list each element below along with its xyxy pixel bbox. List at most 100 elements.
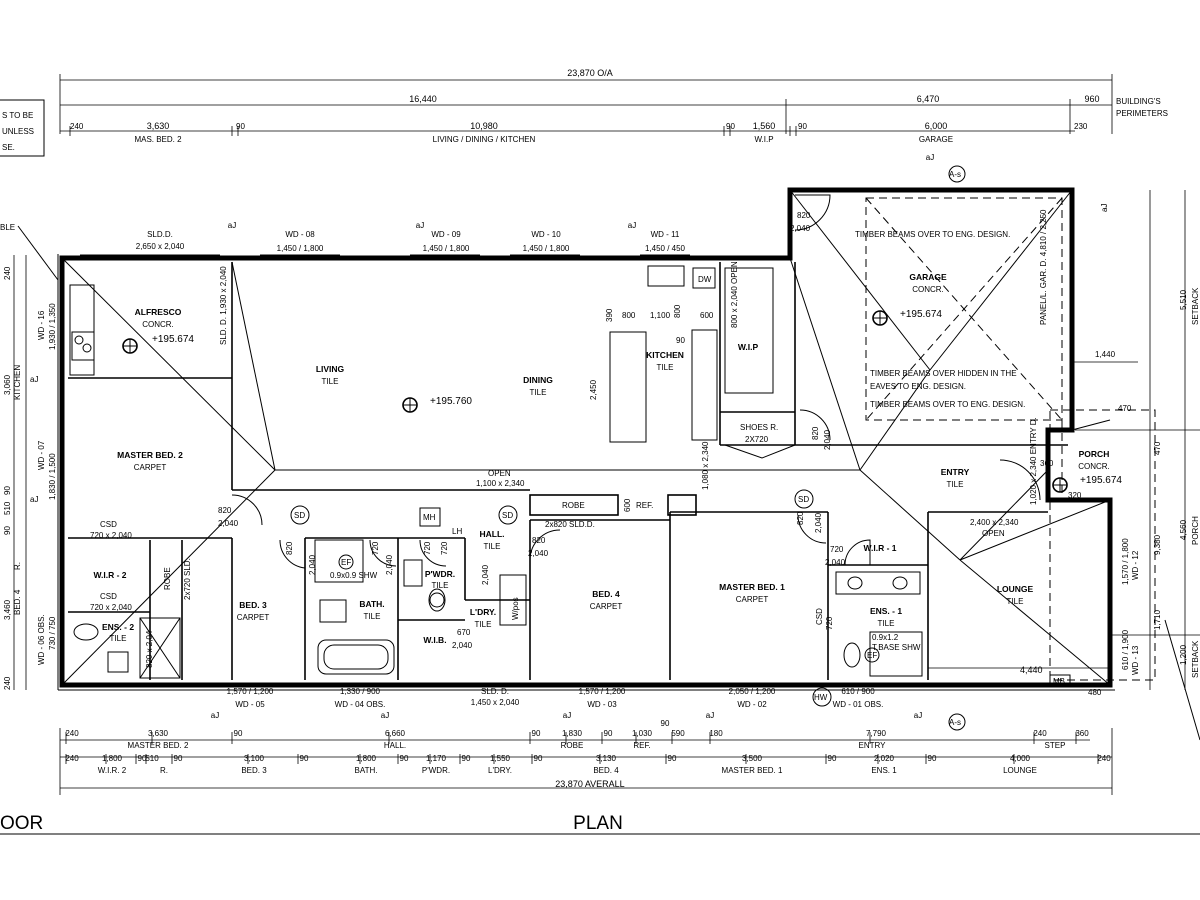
svg-text:800: 800 bbox=[673, 304, 682, 318]
bottom-row2-room: BED. 4 bbox=[593, 766, 619, 775]
svg-text:OPEN: OPEN bbox=[488, 469, 511, 478]
svg-text:800 x 2,040 OPEN: 800 x 2,040 OPEN bbox=[730, 261, 739, 328]
bottom-row2-dim: 240 bbox=[65, 754, 79, 763]
svg-text:1,100 x 2,340: 1,100 x 2,340 bbox=[476, 479, 525, 488]
svg-text:1,100: 1,100 bbox=[650, 311, 671, 320]
room-wir-1: W.I.R - 1 bbox=[863, 543, 896, 553]
svg-text:610 / 900: 610 / 900 bbox=[841, 687, 875, 696]
svg-text:WD - 11: WD - 11 bbox=[651, 230, 680, 239]
svg-text:WD - 02: WD - 02 bbox=[737, 700, 767, 709]
svg-text:BED. 4: BED. 4 bbox=[13, 589, 22, 615]
svg-text:480: 480 bbox=[1088, 688, 1102, 697]
ef-symbol-2: EF bbox=[867, 651, 877, 660]
bottom-row1-room: ENTRY bbox=[859, 741, 887, 750]
perimeter-label-2: PERIMETERS bbox=[1116, 109, 1168, 118]
bottom-windows: 1,570 / 1,200 WD - 05 1,330 / 900 WD - 0… bbox=[211, 687, 922, 720]
svg-text:ROBE: ROBE bbox=[562, 501, 585, 510]
bottom-row2-dim: 90 bbox=[174, 754, 183, 763]
svg-text:1,440: 1,440 bbox=[1095, 350, 1116, 359]
svg-text:720 x 2,040: 720 x 2,040 bbox=[90, 603, 132, 612]
svg-text:820: 820 bbox=[796, 511, 805, 525]
svg-text:2x820 SLD.D.: 2x820 SLD.D. bbox=[545, 520, 595, 529]
dim-90a: 90 bbox=[236, 122, 245, 131]
left-tag: BLE bbox=[0, 223, 15, 232]
svg-text:aJ: aJ bbox=[628, 221, 636, 230]
note-box: S TO BE UNLESS SE. bbox=[0, 99, 45, 157]
bottom-row2-room: R. bbox=[160, 766, 168, 775]
bottom-row2-dim: 2,020 bbox=[874, 754, 895, 763]
dim-6470: 6,470 bbox=[917, 94, 940, 104]
right-dimensions: 5,510 SETBACK 4,560 PORCH 1,200 SETBACK … bbox=[928, 190, 1200, 741]
level-alfresco: +195.674 bbox=[152, 334, 194, 345]
svg-text:3,460: 3,460 bbox=[3, 599, 12, 620]
svg-text:UNLESS: UNLESS bbox=[2, 127, 34, 136]
svg-text:470: 470 bbox=[1153, 441, 1162, 455]
svg-text:TILE: TILE bbox=[530, 388, 547, 397]
bottom-row2-dim: 90 bbox=[668, 754, 677, 763]
top-windows: SLD.D. 2,650 x 2,040 WD - 08 1,450 / 1,8… bbox=[80, 153, 934, 256]
section-markers: A-s A-s bbox=[948, 165, 966, 731]
top-dimensions: 23,870 O/A 16,440 6,470 960 BUILDING'S P… bbox=[59, 68, 1168, 144]
level-living: +195.760 bbox=[430, 396, 472, 407]
svg-text:1,570 / 1,200: 1,570 / 1,200 bbox=[579, 687, 626, 696]
sd-symbol-2: SD bbox=[502, 511, 513, 520]
svg-text:CONCR.: CONCR. bbox=[912, 285, 944, 294]
dw-symbol: DW bbox=[698, 275, 712, 284]
room-entry: ENTRY bbox=[941, 467, 970, 477]
svg-text:720: 720 bbox=[830, 545, 844, 554]
svg-text:820: 820 bbox=[532, 536, 546, 545]
svg-text:SETBACK: SETBACK bbox=[1191, 640, 1200, 678]
svg-text:670: 670 bbox=[457, 628, 471, 637]
room-bath: BATH. bbox=[359, 599, 384, 609]
symbol-circles: SD SD SD EF EF HW bbox=[290, 489, 880, 707]
svg-text:320: 320 bbox=[1068, 491, 1082, 500]
dim-90b: 90 bbox=[726, 122, 735, 131]
bottom-row2-dim: 90 bbox=[300, 754, 309, 763]
svg-text:2X720: 2X720 bbox=[745, 435, 769, 444]
svg-text:720: 720 bbox=[371, 541, 380, 555]
misc-labels: SLD. D. 1,930 x 2,040 820 2,040 820 2,04… bbox=[90, 211, 1140, 675]
svg-text:A-s: A-s bbox=[949, 718, 961, 727]
svg-text:9,380: 9,380 bbox=[1153, 534, 1162, 555]
svg-text:TILE: TILE bbox=[484, 542, 501, 551]
bottom-row1-room: REF. bbox=[633, 741, 650, 750]
svg-text:WD - 09: WD - 09 bbox=[431, 230, 461, 239]
svg-text:aJ: aJ bbox=[211, 711, 219, 720]
svg-text:aJ: aJ bbox=[30, 375, 38, 384]
bottom-row2-dim: 240 bbox=[1097, 754, 1111, 763]
bottom-row1-dim: 240 bbox=[65, 729, 79, 738]
svg-text:2,040: 2,040 bbox=[218, 519, 239, 528]
garage-note-3: EAVES TO ENG. DESIGN. bbox=[870, 382, 966, 391]
dim-room-living: LIVING / DINING / KITCHEN bbox=[433, 135, 536, 144]
bottom-row1-dim: 1,030 bbox=[632, 729, 653, 738]
mb-symbol: MB bbox=[1053, 677, 1065, 686]
svg-text:aJ: aJ bbox=[926, 153, 934, 162]
svg-text:REF.: REF. bbox=[636, 501, 653, 510]
svg-text:2,040: 2,040 bbox=[823, 429, 832, 450]
svg-text:1,200: 1,200 bbox=[1179, 644, 1188, 665]
dim-3630: 3,630 bbox=[147, 121, 170, 131]
svg-text:610 / 1,900: 610 / 1,900 bbox=[1121, 629, 1130, 670]
roof-hip-lines bbox=[61, 189, 1111, 686]
level-garage: +195.674 bbox=[900, 309, 942, 320]
svg-text:820: 820 bbox=[811, 426, 820, 440]
svg-text:470: 470 bbox=[1118, 404, 1132, 413]
svg-text:WD - 12: WD - 12 bbox=[1131, 550, 1140, 580]
room-labels: ALFRESCO CONCR. LIVING TILE DINING TILE … bbox=[93, 272, 1109, 645]
svg-text:2,040: 2,040 bbox=[528, 549, 549, 558]
dim-90c: 90 bbox=[798, 122, 807, 131]
bottom-row1-dim: 240 bbox=[1033, 729, 1047, 738]
room-wir-2: W.I.R - 2 bbox=[93, 570, 126, 580]
svg-text:90: 90 bbox=[3, 526, 12, 535]
svg-text:5,510: 5,510 bbox=[1179, 289, 1188, 310]
svg-text:720 x 2,040: 720 x 2,040 bbox=[90, 531, 132, 540]
room-wib: W.I.B. bbox=[423, 635, 446, 645]
bottom-row1-dim: 90 bbox=[604, 729, 613, 738]
room-ens-2: ENS. - 2 bbox=[102, 622, 134, 632]
svg-text:OPEN: OPEN bbox=[982, 529, 1005, 538]
svg-text:TILE: TILE bbox=[432, 581, 449, 590]
svg-text:1,450 x 2,040: 1,450 x 2,040 bbox=[471, 698, 520, 707]
svg-text:S TO BE: S TO BE bbox=[2, 111, 33, 120]
room-bed-4: BED. 4 bbox=[592, 589, 620, 599]
bottom-row2-dim: 3,130 bbox=[596, 754, 617, 763]
